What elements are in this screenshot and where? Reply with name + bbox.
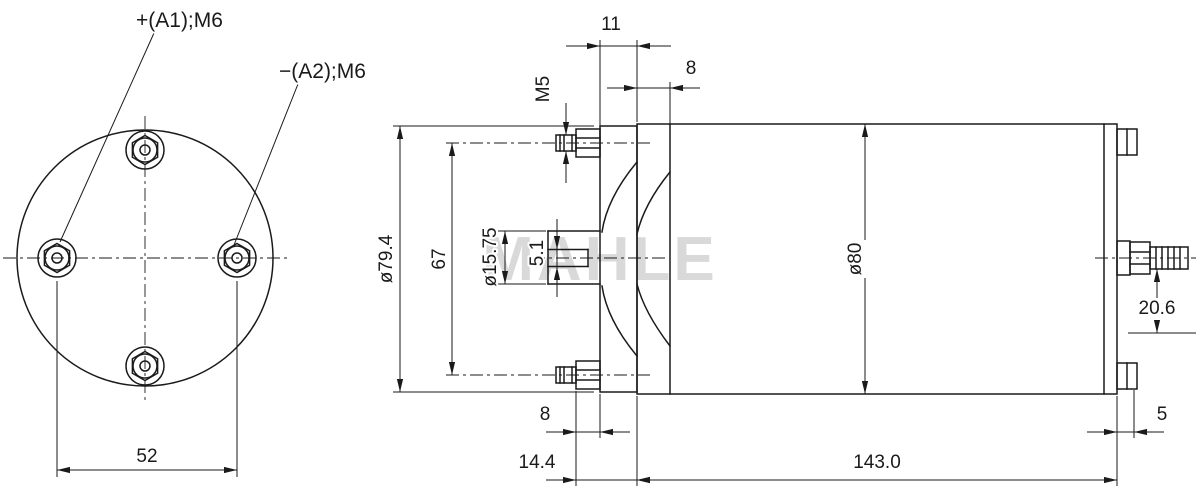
rear-end-features	[1116, 128, 1189, 390]
dim-body-length: 143.0	[637, 396, 1118, 486]
dim-shaft-protrusion-label: 14.4	[519, 452, 556, 473]
dim-flange-diameter: ø79.4	[374, 125, 594, 393]
dim-body-diameter: ø80	[843, 124, 869, 394]
dim-flange-thickness: 11	[566, 12, 671, 126]
dim-end-tab-width-label: 5	[1157, 404, 1168, 425]
motor-body-outline	[599, 123, 1118, 395]
terminal-negative-label: −(A2);M6	[279, 60, 366, 83]
dim-head-inset: 8	[607, 56, 700, 124]
dim-stud-spacing-label: 67	[429, 248, 450, 269]
dim-flange-thickness-label: 11	[601, 14, 621, 35]
terminal-leader-lines	[59, 32, 299, 246]
stud-thread-callout-label: M5	[533, 76, 554, 102]
dim-body-length-label: 143.0	[853, 452, 901, 473]
dim-stud-nut-height-label: 8	[540, 404, 551, 425]
dim-stud-spacing: 67	[427, 143, 456, 375]
dim-end-tab-width: 5	[1087, 390, 1169, 438]
dim-slot-width-label: 5.1	[527, 240, 548, 266]
dim-terminal-spacing: 52	[56, 281, 238, 477]
dim-terminal-drop-label: 20.6	[1139, 298, 1176, 319]
dim-stud-thread: M5	[531, 74, 570, 183]
dim-flange-diameter-label: ø79.4	[376, 234, 397, 283]
dim-terminal-spacing-label: 52	[136, 446, 157, 467]
dim-shaft-diameter: ø15.75	[478, 225, 546, 289]
dim-shaft-diameter-label: ø15.75	[480, 227, 501, 286]
terminal-positive-label: +(A1);M6	[136, 9, 223, 32]
side-view: 11 8 M5 ø79.4	[374, 12, 1196, 486]
dim-slot-width: 5.1	[525, 219, 561, 297]
dim-body-diameter-label: ø80	[845, 243, 866, 276]
dim-terminal-drop: 20.6	[1128, 269, 1196, 334]
front-housing-circle	[16, 129, 274, 387]
dim-stud-nut-height: 8	[538, 391, 630, 486]
front-view: +(A1);M6 −(A2);M6 52	[3, 7, 368, 477]
watermark-text: MAHLE	[482, 225, 717, 294]
dim-shaft-protrusion: 14.4	[517, 396, 667, 486]
mounting-studs	[555, 128, 601, 390]
dim-head-inset-label: 8	[686, 58, 697, 79]
